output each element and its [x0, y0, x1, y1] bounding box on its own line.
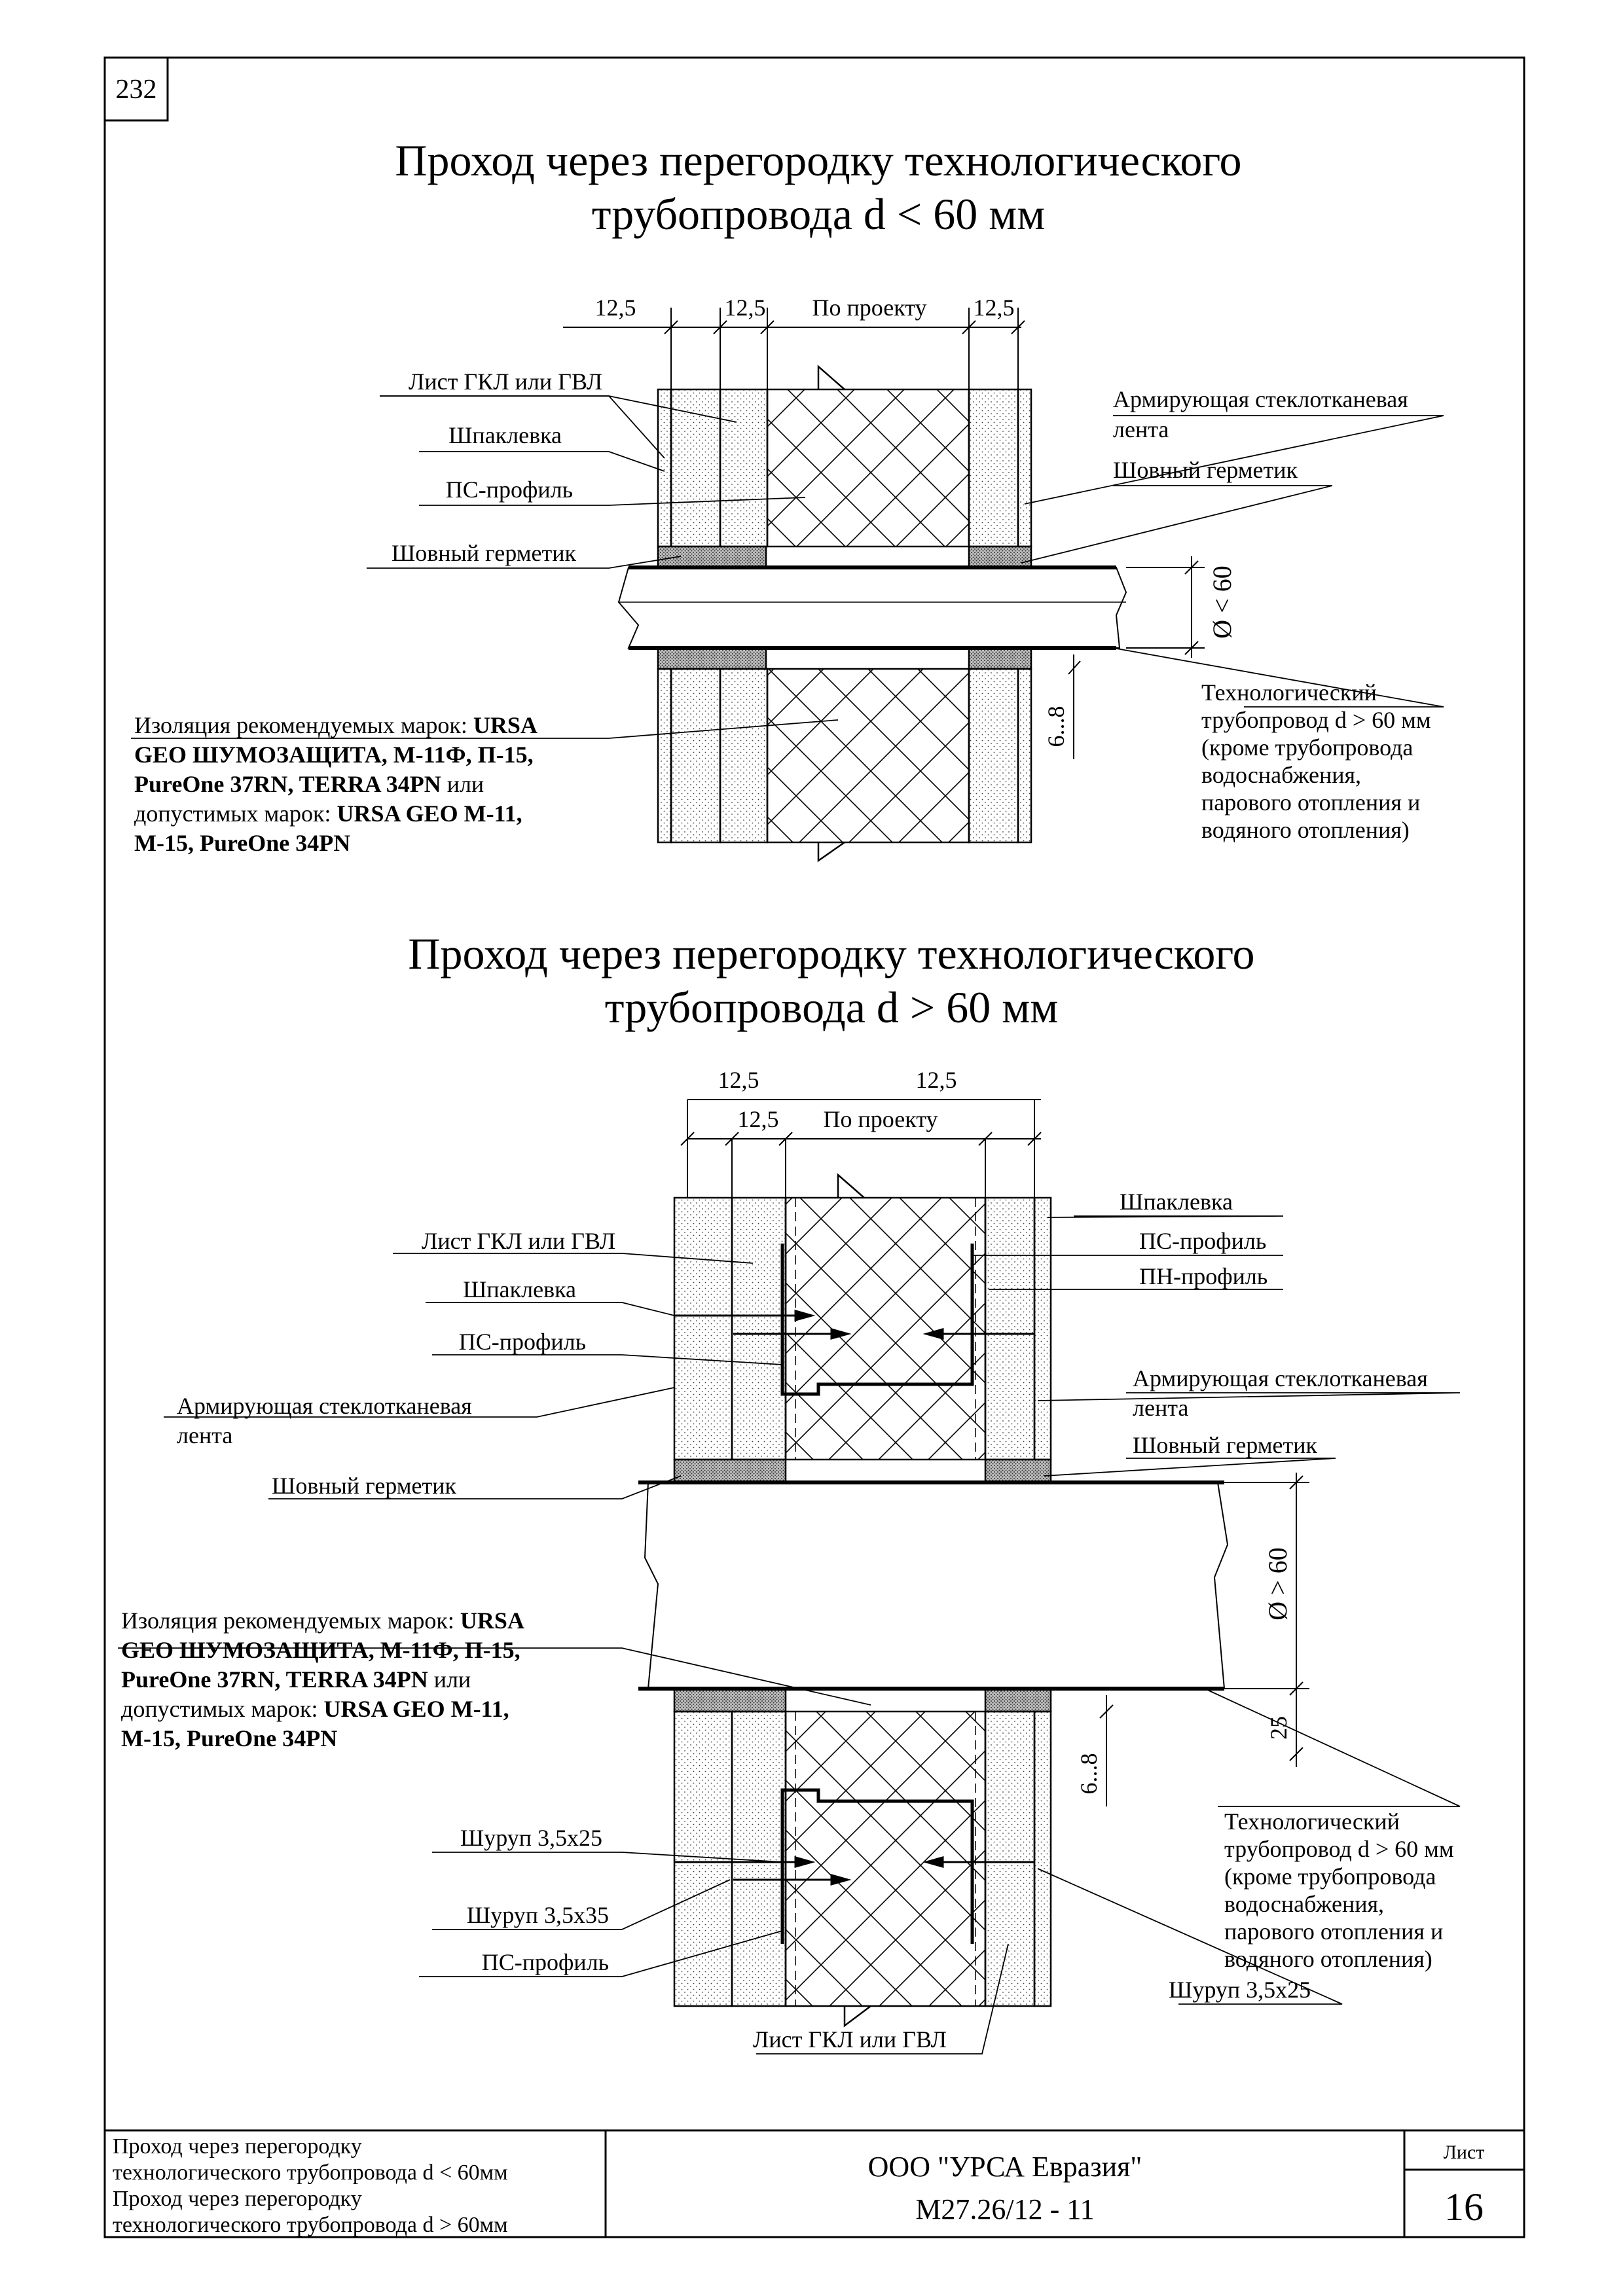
svg-text:Технологический: Технологический — [1224, 1808, 1400, 1835]
svg-text:GEO ШУМОЗАЩИТА, М-11Ф, П-15,: GEO ШУМОЗАЩИТА, М-11Ф, П-15, — [134, 742, 534, 768]
stamp-document-code: М27.26/12 - 11 — [915, 2193, 1094, 2225]
diagram-2-label-ps-bottom: ПС-профиль — [482, 1949, 609, 1975]
diagram-1-dimension-chain — [563, 308, 1025, 393]
diagram-2-label-screw-35-left: Шуруп 3,5х35 — [467, 1902, 609, 1928]
stamp-desc-line2: технологического трубопровода d < 60мм — [113, 2161, 508, 2185]
svg-text:Технологический: Технологический — [1201, 679, 1377, 706]
svg-text:допустимых марок: URSA GEO М-1: допустимых марок: URSA GEO М-11, — [121, 1696, 509, 1722]
diagram-1-wall-lower — [657, 647, 1032, 863]
diagram-1-dim-diameter: Ø < 60 — [1207, 565, 1237, 638]
diagram-2-wall-lower — [673, 1687, 1052, 2028]
diagram-2-label-tape-left-l2: лента — [177, 1422, 232, 1448]
diagram-1-wall-upper — [657, 365, 1032, 569]
diagram-2-title-line1: Проход через перегородку технологическог… — [408, 929, 1254, 978]
svg-text:водяного отопления): водяного отопления) — [1201, 817, 1410, 843]
diagram-2-dim-mid: 12,5 — [738, 1106, 779, 1132]
svg-text:водоснабжения,: водоснабжения, — [1201, 762, 1361, 788]
diagram-1-label-tape-line1: Армирующая стеклотканевая — [1113, 386, 1408, 412]
diagram-2-label-screw-25-right: Шуруп 3,5х25 — [1169, 1977, 1311, 2003]
stamp-desc-line1: Проход через перегородку — [113, 2134, 362, 2159]
diagram-1-pipe — [617, 565, 1127, 650]
diagram-2-insulation-note: Изоляция рекомендуемых марок: URSA GEO Ш… — [121, 1607, 524, 1751]
svg-text:(кроме трубопровода: (кроме трубопровода — [1201, 734, 1413, 761]
diagram-2-dimension-chain — [680, 1099, 1042, 1198]
diagram-2-pipe — [638, 1480, 1229, 1691]
diagram-1-dim-b: 12,5 — [725, 295, 766, 321]
svg-text:парового отопления и: парового отопления и — [1224, 1918, 1443, 1945]
diagram-1: Проход через перегородку технологическог… — [131, 135, 1444, 863]
diagram-1-pipe-note: Технологический трубопровод d > 60 мм (к… — [1201, 679, 1431, 843]
svg-text:GEO ШУМОЗАЩИТА, М-11Ф, П-15,: GEO ШУМОЗАЩИТА, М-11Ф, П-15, — [121, 1637, 520, 1663]
diagram-1-label-sealant-right: Шовный герметик — [1113, 457, 1298, 483]
stamp-sheet-number: 16 — [1444, 2185, 1484, 2229]
diagram-1-dim-gap: 6...8 — [1043, 706, 1069, 747]
diagram-2-dim-diameter: Ø > 60 — [1263, 1547, 1292, 1620]
svg-text:(кроме трубопровода: (кроме трубопровода — [1224, 1863, 1436, 1890]
diagram-2-dim-project: По проекту — [824, 1106, 938, 1132]
diagram-1-label-tape-line2: лента — [1113, 416, 1169, 442]
diagram-1-label-ps-profile: ПС-профиль — [446, 476, 573, 503]
diagram-1-dim-c: 12,5 — [974, 295, 1015, 321]
svg-text:трубопровод d > 60 мм: трубопровод d > 60 мм — [1224, 1836, 1454, 1862]
diagram-1-insulation-note: Изоляция рекомендуемых марок: URSA GEO Ш… — [134, 712, 538, 856]
diagram-2-dim-gap: 6...8 — [1076, 1753, 1102, 1795]
stamp-desc-line4: технологического трубопровода d > 60мм — [113, 2213, 508, 2237]
stamp-organization: ООО "УРСА Евразия" — [868, 2151, 1142, 2183]
diagram-2-screws-upper — [674, 1310, 1034, 1340]
diagram-2-label-ps-left: ПС-профиль — [459, 1329, 586, 1355]
stamp-sheet-label: Лист — [1444, 2142, 1485, 2163]
diagram-2-leaders — [118, 1215, 1461, 2054]
diagram-2-pipe-note: Технологический трубопровод d > 60 мм (к… — [1224, 1808, 1454, 1972]
diagram-2-screws-lower — [674, 1856, 1034, 1886]
sheet-frame — [103, 56, 1525, 2238]
diagram-1-leaders — [131, 395, 1444, 739]
svg-text:трубопровод d > 60 мм: трубопровод d > 60 мм — [1201, 707, 1431, 733]
svg-text:водоснабжения,: водоснабжения, — [1224, 1891, 1384, 1917]
diagram-2-label-sealant-left: Шовный герметик — [272, 1473, 457, 1499]
svg-text:PureOne 37RN, TERRA 34PN или: PureOne 37RN, TERRA 34PN или — [121, 1666, 471, 1693]
diagram-1-title-line1: Проход через перегородку технологическог… — [395, 135, 1241, 185]
title-block — [105, 2129, 1524, 2237]
diagram-2-label-tape-right-l2: лента — [1133, 1395, 1188, 1421]
diagram-1-label-sheet: Лист ГКЛ или ГВЛ — [409, 368, 602, 395]
diagram-2: Проход через перегородку технологическог… — [118, 929, 1461, 2054]
diagram-2-dim-top-left: 12,5 — [718, 1067, 759, 1093]
diagram-2-label-tape-right-l1: Армирующая стеклотканевая — [1133, 1365, 1428, 1391]
diagram-2-label-screw-25-left: Шуруп 3,5х25 — [460, 1825, 602, 1851]
stamp-desc-line3: Проход через перегородку — [113, 2187, 362, 2211]
svg-text:Изоляция рекомендуемых марок:: Изоляция рекомендуемых марок: URSA — [121, 1607, 524, 1634]
diagram-2-label-tape-left-l1: Армирующая стеклотканевая — [177, 1393, 472, 1419]
diagram-2-label-sheet-bottom: Лист ГКЛ или ГВЛ — [753, 2026, 947, 2053]
svg-text:PureOne 37RN, TERRA 34PN или: PureOne 37RN, TERRA 34PN или — [134, 771, 484, 797]
svg-text:парового отопления и: парового отопления и — [1201, 789, 1420, 816]
diagram-1-dim-diameter-lines — [1068, 556, 1205, 759]
svg-text:Изоляция рекомендуемых марок:: Изоляция рекомендуемых марок: URSA — [134, 712, 538, 738]
diagram-1-dim-project: По проекту — [812, 295, 927, 321]
diagram-2-label-sealant-right: Шовный герметик — [1133, 1432, 1318, 1458]
diagram-2-dim-diameter-lines — [1099, 1473, 1309, 1806]
diagram-2-wall-upper — [673, 1173, 1052, 1484]
diagram-2-dim-top-right: 12,5 — [916, 1067, 957, 1093]
diagram-1-dim-a: 12,5 — [595, 295, 636, 321]
diagram-1-title-line2: трубопровода d < 60 мм — [592, 189, 1046, 239]
diagram-2-title-line2: трубопровода d > 60 мм — [605, 982, 1059, 1032]
diagram-2-label-pn-right: ПН-профиль — [1139, 1263, 1267, 1289]
diagram-2-label-putty-left: Шпаклевка — [463, 1276, 576, 1302]
svg-text:М-15, PureOne 34PN: М-15, PureOne 34PN — [134, 830, 350, 856]
page-number: 232 — [116, 75, 157, 105]
diagram-1-label-sealant-left: Шовный герметик — [392, 540, 577, 566]
diagram-2-dim-25: 25 — [1266, 1716, 1292, 1740]
svg-text:М-15, PureOne 34PN: М-15, PureOne 34PN — [121, 1725, 337, 1751]
diagram-1-label-putty: Шпаклевка — [448, 422, 562, 448]
diagram-2-label-sheet: Лист ГКЛ или ГВЛ — [422, 1228, 615, 1254]
diagram-2-label-putty-right: Шпаклевка — [1120, 1189, 1233, 1215]
svg-text:допустимых марок: URSA GEO М-1: допустимых марок: URSA GEO М-11, — [134, 800, 522, 827]
svg-text:водяного отопления): водяного отопления) — [1224, 1946, 1432, 1972]
diagram-2-label-ps-right: ПС-профиль — [1139, 1228, 1266, 1254]
